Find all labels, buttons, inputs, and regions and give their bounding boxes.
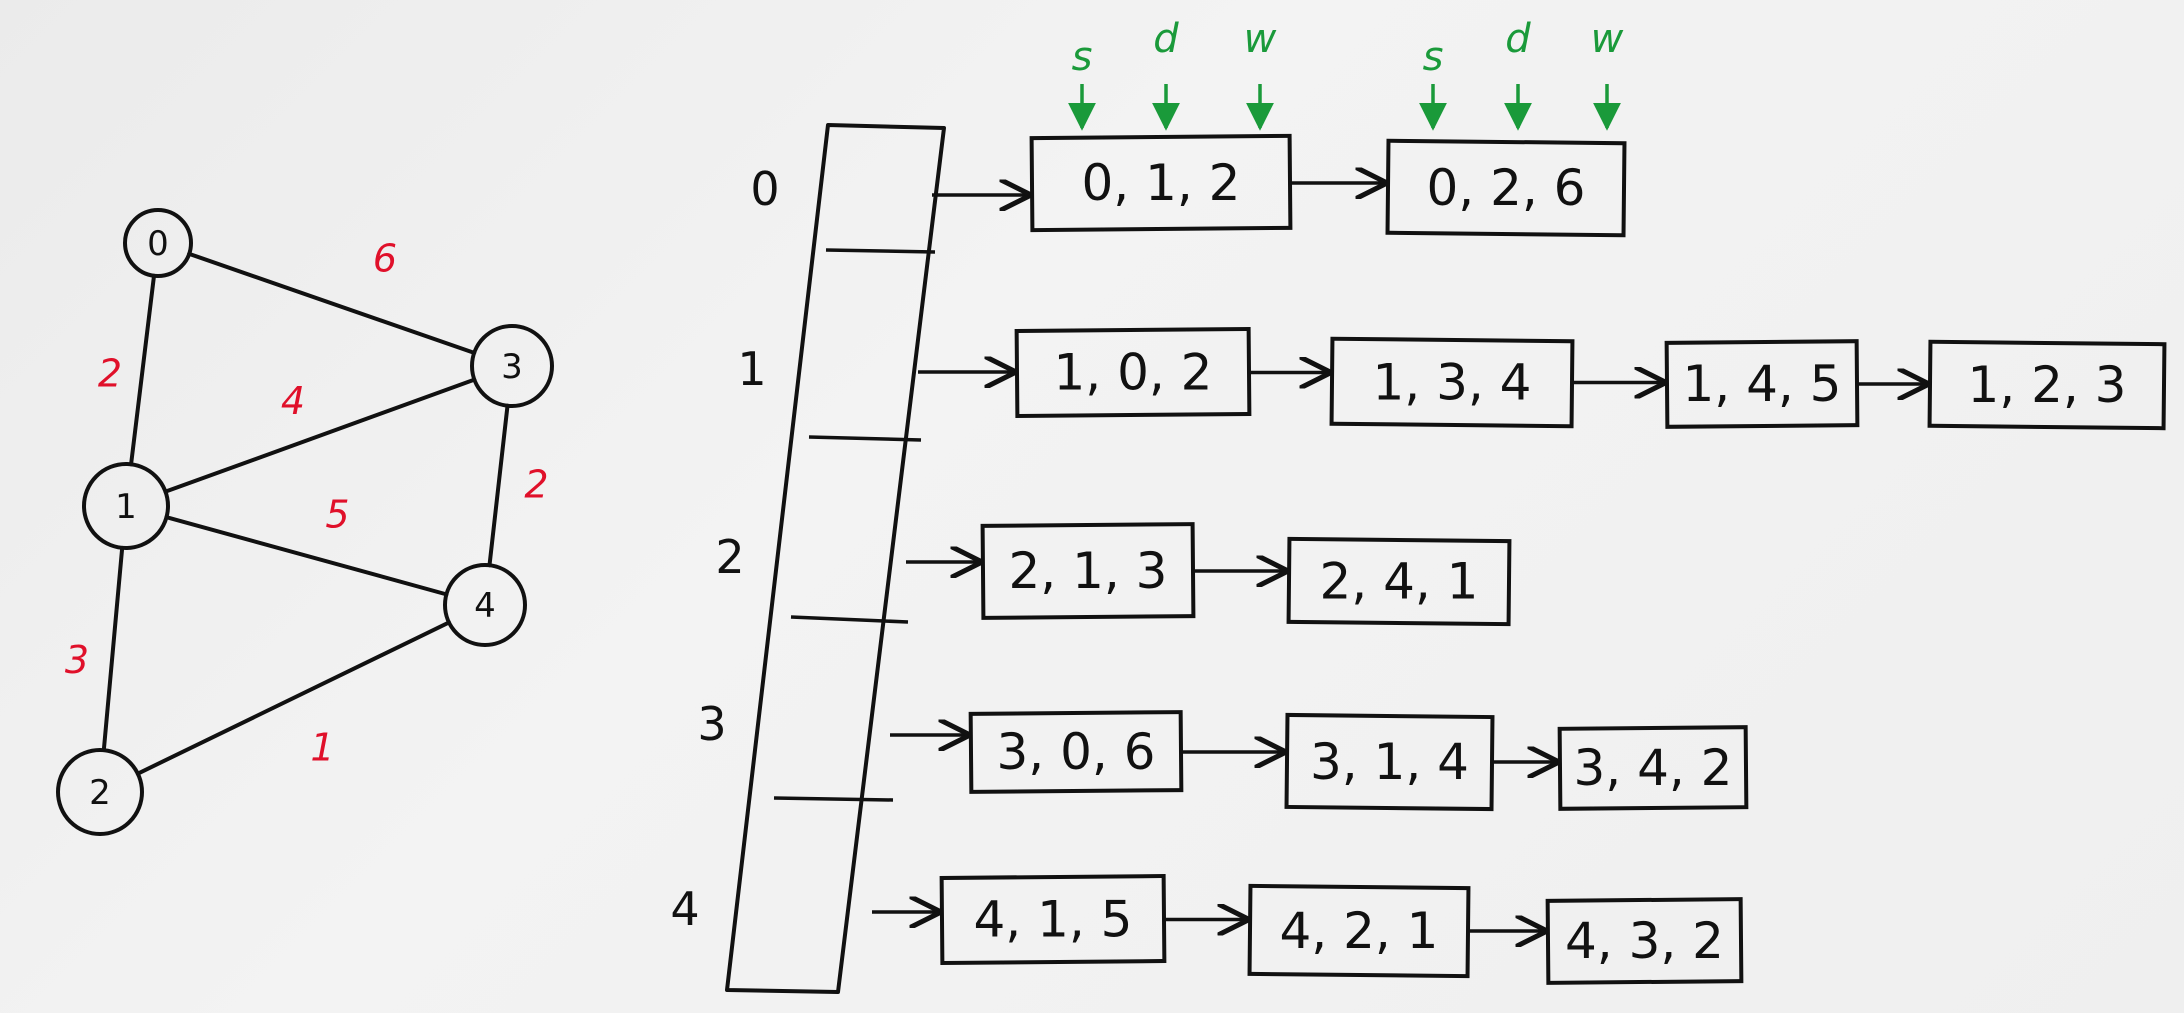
list-node-box xyxy=(968,710,1184,794)
graph-edge-2-4 xyxy=(135,620,452,776)
node-label: 3 xyxy=(501,347,523,387)
list-node-box xyxy=(1329,336,1575,429)
head-index-label: 4 xyxy=(670,882,699,936)
list-node-box xyxy=(1385,138,1627,238)
head-array-divider xyxy=(808,435,922,442)
edge-weight-label: 1 xyxy=(310,726,334,770)
list-node-value: 1, 0, 2 xyxy=(1053,344,1212,402)
edge-weight-label: 4 xyxy=(281,379,305,423)
field-legend-label: s xyxy=(1072,34,1093,80)
list-node-value: 0, 1, 2 xyxy=(1081,154,1240,212)
list-node-value: 4, 1, 5 xyxy=(973,891,1132,949)
node-label: 0 xyxy=(147,224,169,264)
graph-node-0 xyxy=(123,208,193,278)
list-node-box xyxy=(1927,339,2167,431)
node-label: 4 xyxy=(474,586,496,626)
field-legend-label: w xyxy=(1244,16,1277,62)
list-node-box xyxy=(1664,339,1860,429)
list-node-value: 0, 2, 6 xyxy=(1426,159,1585,217)
list-node-value: 1, 2, 3 xyxy=(1967,356,2126,414)
list-node-box xyxy=(1014,326,1252,419)
node-label: 1 xyxy=(115,487,137,527)
weighted-graph: 2 6 4 5 3 2 1 0 1 2 3 4 xyxy=(56,208,554,836)
graph-edge-1-2 xyxy=(101,545,125,753)
edge-weight-label: 2 xyxy=(524,463,548,507)
head-array-divider xyxy=(825,248,936,254)
list-node-box xyxy=(1247,883,1471,979)
graph-edge-1-3 xyxy=(163,377,477,494)
head-index-label: 1 xyxy=(737,342,766,396)
graph-node-3 xyxy=(470,324,554,408)
list-node-value: 2, 1, 3 xyxy=(1008,542,1167,600)
edge-weight-label: 2 xyxy=(98,352,122,396)
list-node-value: 2, 4, 1 xyxy=(1319,553,1478,611)
list-node-box xyxy=(1029,133,1293,233)
graph-node-4 xyxy=(443,563,527,647)
list-node-value: 3, 4, 2 xyxy=(1573,739,1732,797)
graph-node-1 xyxy=(82,462,170,550)
field-legend-label: w xyxy=(1591,16,1624,62)
list-node-box xyxy=(1284,712,1495,812)
graph-edge-3-4 xyxy=(487,403,510,568)
edge-weight-label: 5 xyxy=(325,493,349,537)
head-array-divider xyxy=(773,796,894,802)
list-node-value: 3, 0, 6 xyxy=(996,723,1155,781)
graph-edge-0-1 xyxy=(129,273,157,467)
node-label: 2 xyxy=(89,773,111,813)
head-index-label: 3 xyxy=(697,697,726,751)
head-array xyxy=(725,123,946,994)
list-node-box xyxy=(980,522,1196,620)
graph-edge-0-3 xyxy=(187,251,477,355)
list-node-value: 4, 3, 2 xyxy=(1565,912,1724,970)
edge-weight-label: 3 xyxy=(65,638,89,682)
head-array-divider xyxy=(790,615,909,624)
field-legend-label: s xyxy=(1423,34,1444,80)
list-node-value: 1, 4, 5 xyxy=(1682,355,1841,413)
field-legend-label: d xyxy=(1153,16,1179,62)
list-node-box xyxy=(1557,725,1749,811)
head-index-label: 2 xyxy=(715,530,744,584)
head-index-label: 0 xyxy=(750,162,779,216)
list-node-value: 3, 1, 4 xyxy=(1310,733,1469,791)
list-node-box xyxy=(1545,897,1744,985)
list-node-box xyxy=(1286,536,1512,627)
edge-weight-label: 6 xyxy=(373,237,397,281)
graph-node-2 xyxy=(56,748,144,836)
graph-edge-1-4 xyxy=(164,515,449,597)
list-node-box xyxy=(939,874,1167,965)
field-legend-label: d xyxy=(1505,16,1531,62)
adjacency-list: 0 1 2 3 4 0, 1, 2 0, 2, 6 1, 0, 2 1, 3, 4 1, 4, 5… xyxy=(670,16,2167,994)
list-node-value: 1, 3, 4 xyxy=(1372,354,1531,412)
list-node-value: 4, 2, 1 xyxy=(1279,902,1438,960)
